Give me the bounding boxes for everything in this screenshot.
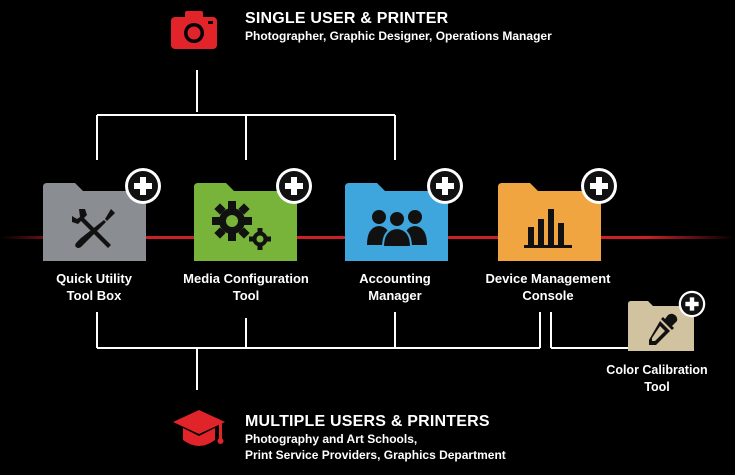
bottom-line2: Print Service Providers, Graphics Depart… [245, 448, 506, 462]
gears-icon [208, 197, 278, 258]
label-accounting-manager: Accounting Manager [359, 270, 431, 304]
add-media-configuration-button[interactable] [275, 167, 313, 205]
folder-device-management[interactable] [498, 183, 601, 261]
graduation-cap-icon [172, 408, 226, 452]
add-quick-utility-button[interactable] [124, 167, 162, 205]
top-header: SINGLE USER & PRINTER Photographer, Grap… [245, 10, 552, 44]
folder-accounting-manager[interactable] [345, 183, 448, 261]
bottom-line1: Photography and Art Schools, [245, 432, 418, 446]
label-device-management-line1: Device Management [485, 271, 611, 286]
label-device-management-line2: Console [522, 288, 574, 303]
eyedropper-icon [646, 313, 678, 350]
folder-color-calibration[interactable] [628, 301, 694, 351]
tools-icon [71, 205, 119, 258]
label-quick-utility-line2: Tool Box [66, 288, 122, 303]
add-accounting-manager-button[interactable] [426, 167, 464, 205]
label-color-calibration: Color Calibration Tool [606, 362, 707, 396]
label-media-configuration-line2: Tool [232, 288, 260, 303]
label-quick-utility: Quick Utility Tool Box [56, 270, 132, 304]
bar-chart-icon [524, 205, 574, 254]
label-accounting-manager-line2: Manager [368, 288, 422, 303]
bottom-header: MULTIPLE USERS & PRINTERS Photography an… [245, 413, 506, 463]
label-device-management: Device Management Console [486, 270, 611, 304]
label-color-calibration-line1: Color Calibration [606, 363, 708, 377]
label-quick-utility-line1: Quick Utility [56, 271, 132, 286]
label-media-configuration: Media Configuration Tool [183, 270, 309, 304]
label-color-calibration-line2: Tool [644, 380, 670, 394]
top-subtitle: Photographer, Graphic Designer, Operatio… [245, 29, 552, 43]
tree-lines [96, 70, 628, 390]
label-accounting-manager-line1: Accounting [359, 271, 431, 286]
bottom-title: MULTIPLE USERS & PRINTERS [245, 413, 490, 430]
add-device-management-button[interactable] [580, 167, 618, 205]
top-title: SINGLE USER & PRINTER [245, 10, 449, 27]
add-color-calibration-button[interactable] [678, 290, 706, 318]
camera-icon [170, 10, 218, 50]
folder-media-configuration[interactable] [194, 183, 297, 261]
label-media-configuration-line1: Media Configuration [183, 271, 309, 286]
folder-quick-utility[interactable] [43, 183, 146, 261]
users-icon [365, 207, 429, 252]
